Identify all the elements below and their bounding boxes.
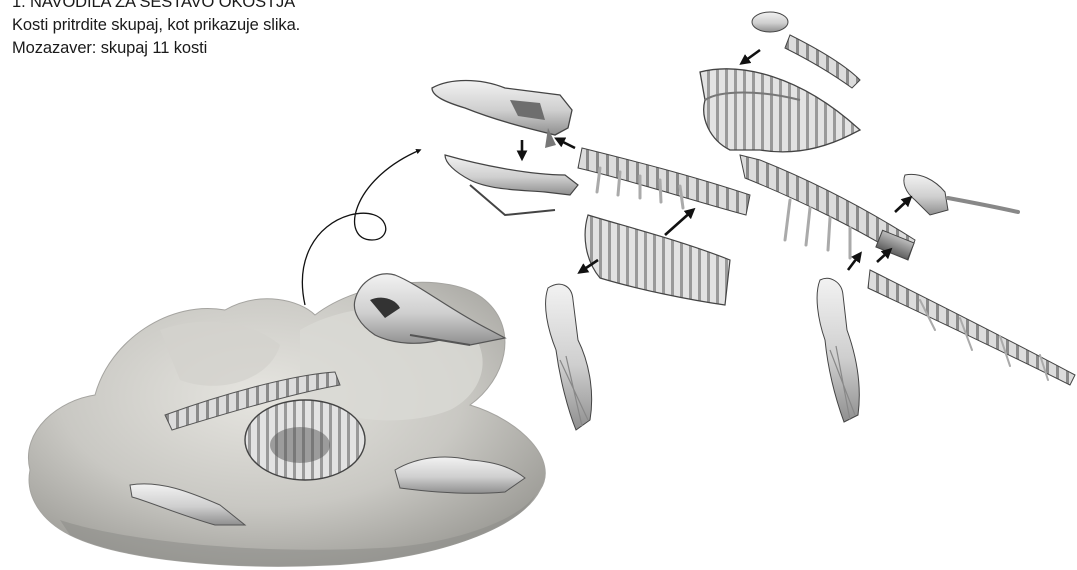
upper-ribcage-part: [700, 69, 860, 152]
tail-part: [868, 270, 1075, 385]
pelvis-part: [904, 174, 1018, 215]
front-flipper-part: [546, 284, 592, 430]
rear-spine-part: [740, 155, 915, 260]
rear-flipper-part: [817, 278, 859, 422]
ribcage-in-sand: [245, 400, 365, 480]
front-spine-part: [578, 148, 750, 215]
lower-jaw-part: [445, 155, 578, 215]
lower-ribcage-part: [585, 215, 730, 305]
skull-part: [432, 81, 572, 149]
